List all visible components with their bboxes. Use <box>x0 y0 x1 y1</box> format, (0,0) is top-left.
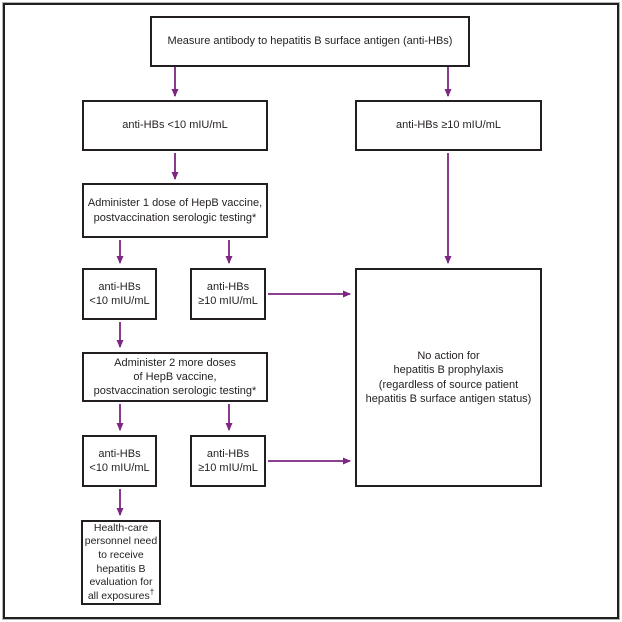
flow-box-no-action-prophylaxis: No action for hepatitis B prophylaxis (r… <box>355 268 542 487</box>
flow-box-label-line: No action for <box>417 349 480 362</box>
flow-box-anti-hbs-high-initial: anti-HBs ≥10 mIU/mL <box>355 100 542 151</box>
flow-box-label-line: <10 mIU/mL <box>89 295 150 307</box>
flow-box-hepatitis-b-evaluation: Health-care personnel need to receive he… <box>81 520 161 605</box>
flow-box-label-line: all exposures† <box>87 587 155 604</box>
flow-box-label-line: Administer 2 more doses <box>114 356 236 369</box>
flow-box-administer-2-more-doses: Administer 2 more doses of HepB vaccine,… <box>82 352 268 402</box>
flow-box-label-line: hepatitis B <box>96 562 146 575</box>
flow-box-label-line: ≥10 mIU/mL <box>198 462 258 474</box>
dagger-footnote-mark: † <box>149 587 155 597</box>
flow-box-label-line: anti-HBs <box>206 447 250 460</box>
flow-box-label-line: postvaccination serologic testing* <box>93 385 257 398</box>
flow-box-measure-anti-hbs: Measure antibody to hepatitis B surface … <box>150 16 470 67</box>
flow-box-label: Measure antibody to hepatitis B surface … <box>167 35 453 48</box>
flow-box-label-line: hepatitis B surface antigen status) <box>365 392 532 405</box>
flow-box-administer-1-dose: Administer 1 dose of HepB vaccine, postv… <box>82 183 268 238</box>
flow-box-label: anti-HBs ≥10 mIU/mL <box>395 119 502 132</box>
flow-box-label-line: anti-HBs <box>98 447 141 460</box>
flow-box-label-line: to receive <box>98 548 144 561</box>
flow-box-label-line: Health-care <box>93 521 149 534</box>
flow-box-label-line: Administer 1 dose of HepB vaccine, <box>87 197 263 210</box>
flow-box-label-line: ≥10 mIU/mL <box>198 295 258 307</box>
flow-box-anti-hbs-high-after-dose1: anti-HBs ≥10 mIU/mL <box>190 268 266 320</box>
flow-box-label-line: hepatitis B prophylaxis <box>393 364 504 377</box>
flow-box-label-line: <10 mIU/mL <box>89 462 150 474</box>
flow-box-label-line: evaluation for <box>89 576 153 589</box>
flow-box-label-line: anti-HBs <box>98 280 141 293</box>
flow-box-anti-hbs-high-after-dose3: anti-HBs ≥10 mIU/mL <box>190 435 266 487</box>
flow-box-anti-hbs-low-initial: anti-HBs <10 mIU/mL <box>82 100 268 151</box>
flow-box-anti-hbs-low-after-dose1: anti-HBs <10 mIU/mL <box>82 268 157 320</box>
flow-box-label-line: of HepB vaccine, <box>133 370 217 383</box>
flow-box-label-line: anti-HBs <box>206 280 250 293</box>
flow-box-label-line: personnel need <box>84 535 158 548</box>
flow-box-label-fragment: all exposures <box>87 589 150 602</box>
flow-box-label: anti-HBs <10 mIU/mL <box>122 119 228 132</box>
flow-box-anti-hbs-low-after-dose3: anti-HBs <10 mIU/mL <box>82 435 157 487</box>
flow-box-label-line: postvaccination serologic testing* <box>93 211 257 224</box>
flow-box-label-line: (regardless of source patient <box>378 378 519 391</box>
